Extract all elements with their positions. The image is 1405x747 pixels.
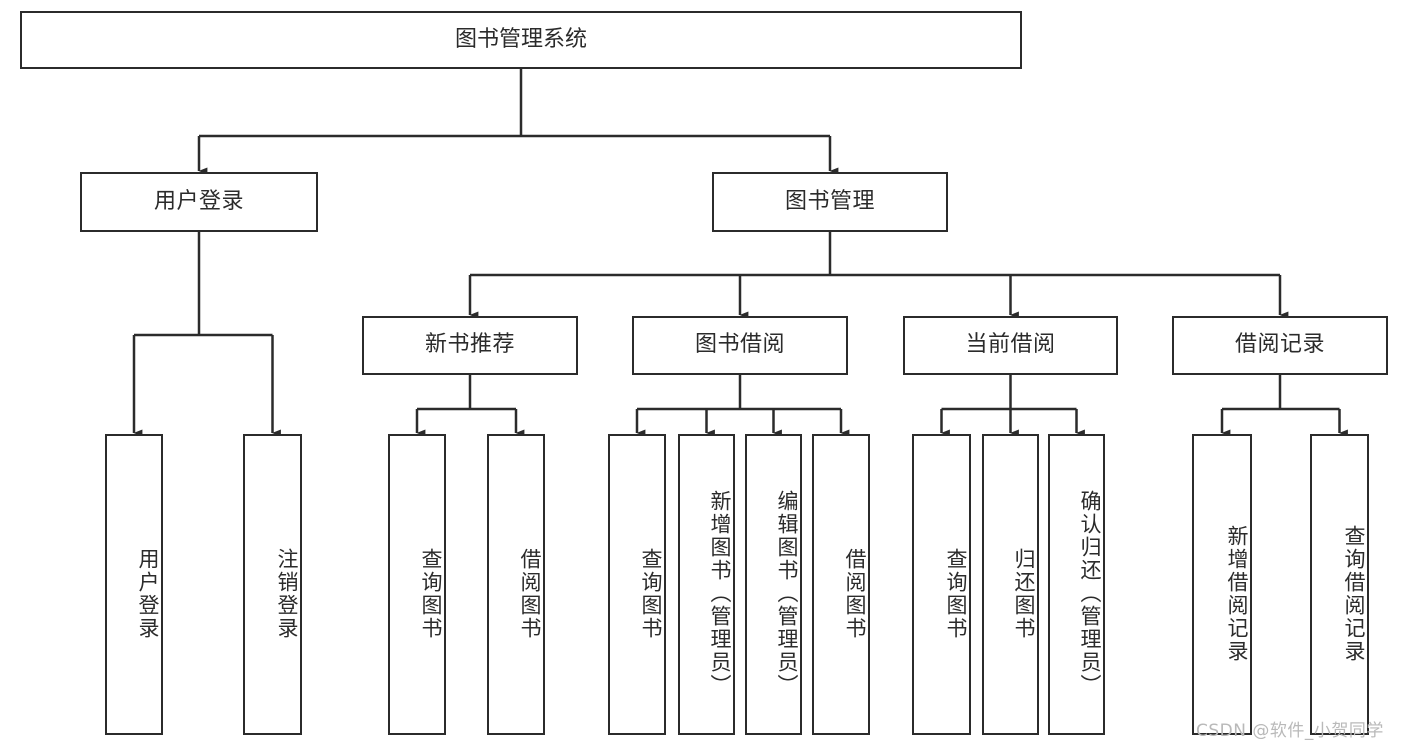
node-leaf11[interactable]: 确认归还（管理员）: [1048, 434, 1105, 735]
node-login[interactable]: 用户登录: [80, 172, 318, 232]
node-root[interactable]: 图书管理系统: [20, 11, 1022, 69]
node-label: 图书管理系统: [454, 26, 587, 52]
node-leaf1[interactable]: 用户登录: [105, 434, 163, 735]
node-label: 归还图书: [1012, 547, 1036, 640]
node-label: 借阅图书: [518, 547, 542, 640]
csdn-watermark: CSDN @软件_小贺同学: [1196, 721, 1384, 741]
node-label: 借阅图书: [843, 547, 867, 640]
node-label: 查询图书: [944, 547, 968, 640]
node-label: 查询图书: [419, 547, 443, 640]
node-label: 查询借阅记录: [1342, 524, 1366, 663]
node-label: 用户登录: [153, 188, 244, 214]
node-leaf4[interactable]: 借阅图书: [487, 434, 545, 735]
node-label: 查询图书: [639, 547, 663, 640]
node-leaf10[interactable]: 归还图书: [982, 434, 1039, 735]
node-label: 确认归还（管理员）: [1078, 490, 1102, 697]
node-leaf9[interactable]: 查询图书: [912, 434, 971, 735]
node-leaf12[interactable]: 新增借阅记录: [1192, 434, 1252, 735]
node-newbook[interactable]: 新书推荐: [362, 316, 578, 375]
node-label: 图书管理: [784, 188, 875, 214]
node-label: 图书借阅: [694, 332, 785, 358]
node-label: 新书推荐: [424, 332, 515, 358]
node-label: 编辑图书（管理员）: [775, 490, 799, 697]
node-label: 新增图书（管理员）: [708, 490, 732, 697]
node-leaf2[interactable]: 注销登录: [243, 434, 302, 735]
node-leaf8[interactable]: 借阅图书: [812, 434, 870, 735]
node-current[interactable]: 当前借阅: [903, 316, 1118, 375]
node-records[interactable]: 借阅记录: [1172, 316, 1388, 375]
node-bookmgmt[interactable]: 图书管理: [712, 172, 948, 232]
node-label: 新增借阅记录: [1225, 524, 1249, 663]
node-label: 用户登录: [136, 547, 160, 640]
node-leaf5[interactable]: 查询图书: [608, 434, 666, 735]
node-leaf7[interactable]: 编辑图书（管理员）: [745, 434, 802, 735]
node-label: 当前借阅: [965, 332, 1056, 358]
node-leaf3[interactable]: 查询图书: [388, 434, 446, 735]
node-label: 注销登录: [275, 547, 299, 640]
edge-layer: [132, 69, 1348, 437]
node-label: 借阅记录: [1234, 332, 1325, 358]
node-leaf13[interactable]: 查询借阅记录: [1310, 434, 1369, 735]
node-borrow[interactable]: 图书借阅: [632, 316, 848, 375]
node-leaf6[interactable]: 新增图书（管理员）: [678, 434, 735, 735]
